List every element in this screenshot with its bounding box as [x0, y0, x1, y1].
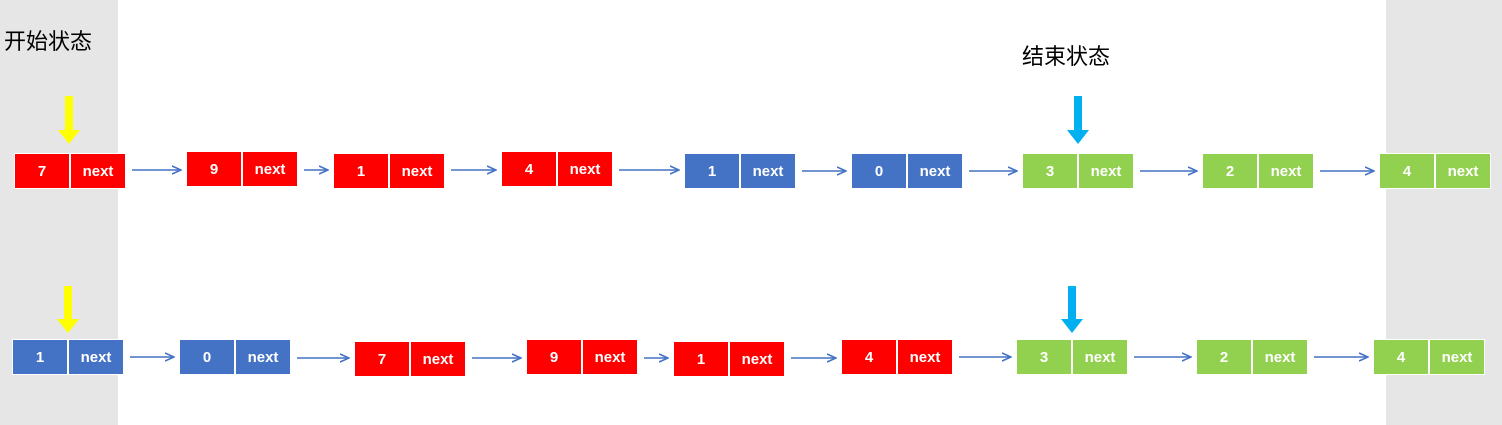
node-next-pointer: next: [898, 340, 952, 374]
node-next-pointer: next: [1253, 340, 1307, 374]
node-value: 9: [527, 340, 583, 374]
node-next-pointer: next: [1436, 154, 1490, 188]
node-value: 1: [674, 342, 730, 376]
node-value: 7: [15, 154, 71, 188]
node-next-pointer: next: [236, 340, 290, 374]
node-value: 4: [1374, 340, 1430, 374]
node-value: 4: [842, 340, 898, 374]
node-value: 4: [1380, 154, 1436, 188]
node-value: 1: [13, 340, 69, 374]
start-pointer-arrow-icon: [58, 96, 80, 144]
end-pointer-arrow-icon: [1061, 286, 1083, 333]
start-state-label: 开始状态: [4, 30, 93, 55]
node-value: 2: [1197, 340, 1253, 374]
end-pointer-arrow-icon: [1067, 96, 1089, 144]
node-next-pointer: next: [1430, 340, 1484, 374]
node-value: 2: [1203, 154, 1259, 188]
node-value: 3: [1023, 154, 1079, 188]
end-state-label: 结束状态: [1022, 45, 1111, 70]
node-value: 0: [852, 154, 908, 188]
node-next-pointer: next: [741, 154, 795, 188]
node-value: 1: [334, 154, 390, 188]
start-pointer-arrow-icon: [57, 286, 79, 333]
node-value: 9: [187, 152, 243, 186]
node-next-pointer: next: [1079, 154, 1133, 188]
node-next-pointer: next: [69, 340, 123, 374]
node-value: 7: [355, 342, 411, 376]
node-value: 3: [1017, 340, 1073, 374]
node-next-pointer: next: [243, 152, 297, 186]
node-next-pointer: next: [583, 340, 637, 374]
node-next-pointer: next: [908, 154, 962, 188]
node-next-pointer: next: [1073, 340, 1127, 374]
node-next-pointer: next: [71, 154, 125, 188]
node-value: 0: [180, 340, 236, 374]
node-value: 1: [685, 154, 741, 188]
node-value: 4: [502, 152, 558, 186]
node-next-pointer: next: [558, 152, 612, 186]
node-next-pointer: next: [411, 342, 465, 376]
node-next-pointer: next: [390, 154, 444, 188]
node-next-pointer: next: [730, 342, 784, 376]
node-next-pointer: next: [1259, 154, 1313, 188]
